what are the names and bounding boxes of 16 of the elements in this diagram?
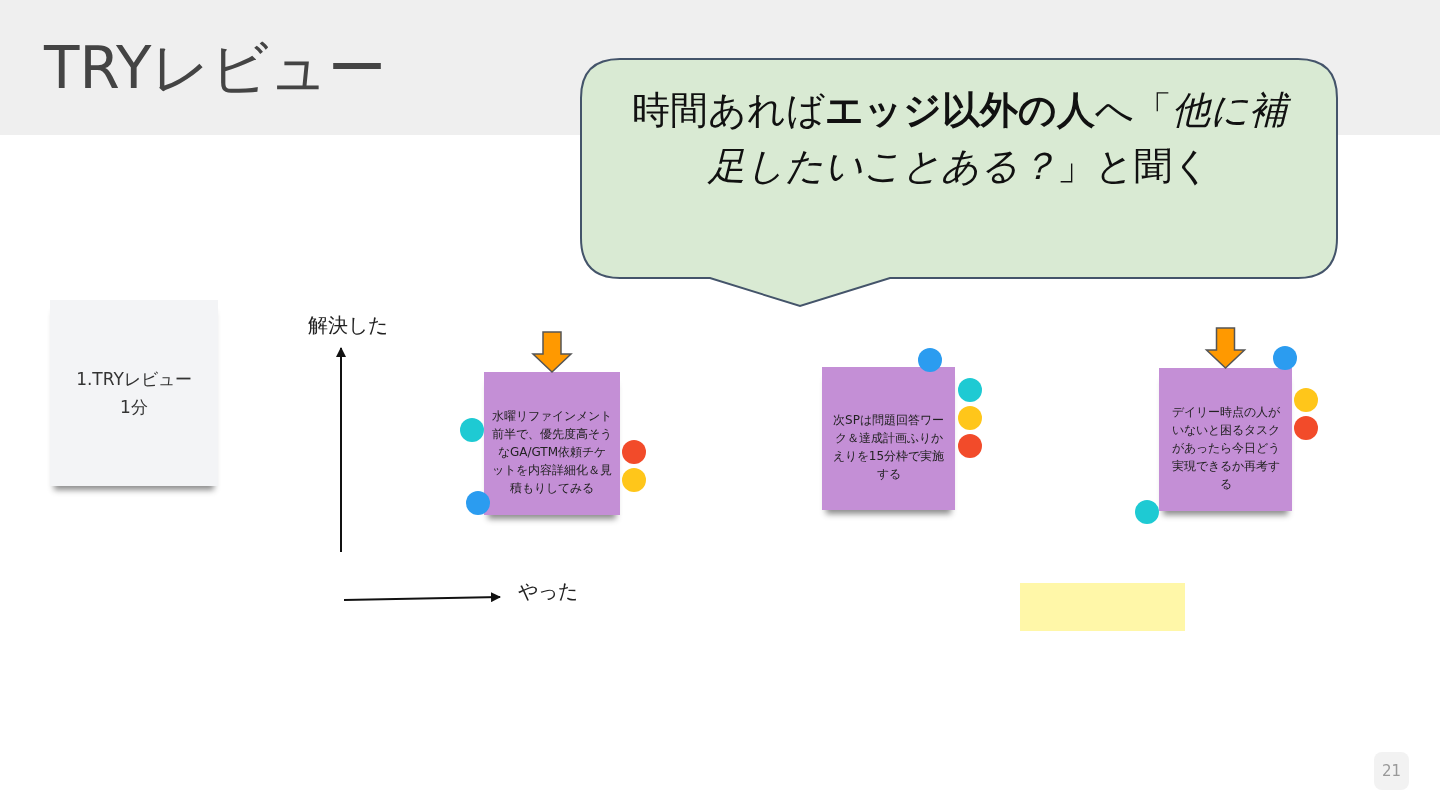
block-arrow <box>531 331 573 374</box>
sticky-note <box>50 300 218 486</box>
axis-label: 解決した <box>308 312 388 339</box>
note-text: 水曜リファインメント前半で、優先度高そうなGA/GTM依頼チケットを内容詳細化＆見積もりしてみる <box>492 407 612 497</box>
note-text: 1分 <box>120 396 148 419</box>
axis-label: やった <box>518 578 578 605</box>
note-text: 1.TRYレビュー <box>76 368 192 391</box>
note-text: 次SPは問題回答ワーク＆達成計画ふりかえりを15分枠で実施する <box>831 411 946 483</box>
note-text: デイリー時点の人がいないと困るタスクがあったら今日どう実現できるか再考する <box>1170 403 1281 493</box>
page-number: 21 <box>1374 752 1410 790</box>
sticky-note <box>1020 583 1185 631</box>
block-arrow <box>1204 327 1247 370</box>
sticky-note <box>822 367 955 510</box>
sticky-note <box>1159 368 1292 511</box>
slide-title: TRYレビュー <box>44 33 387 104</box>
sticky-note <box>484 372 620 515</box>
